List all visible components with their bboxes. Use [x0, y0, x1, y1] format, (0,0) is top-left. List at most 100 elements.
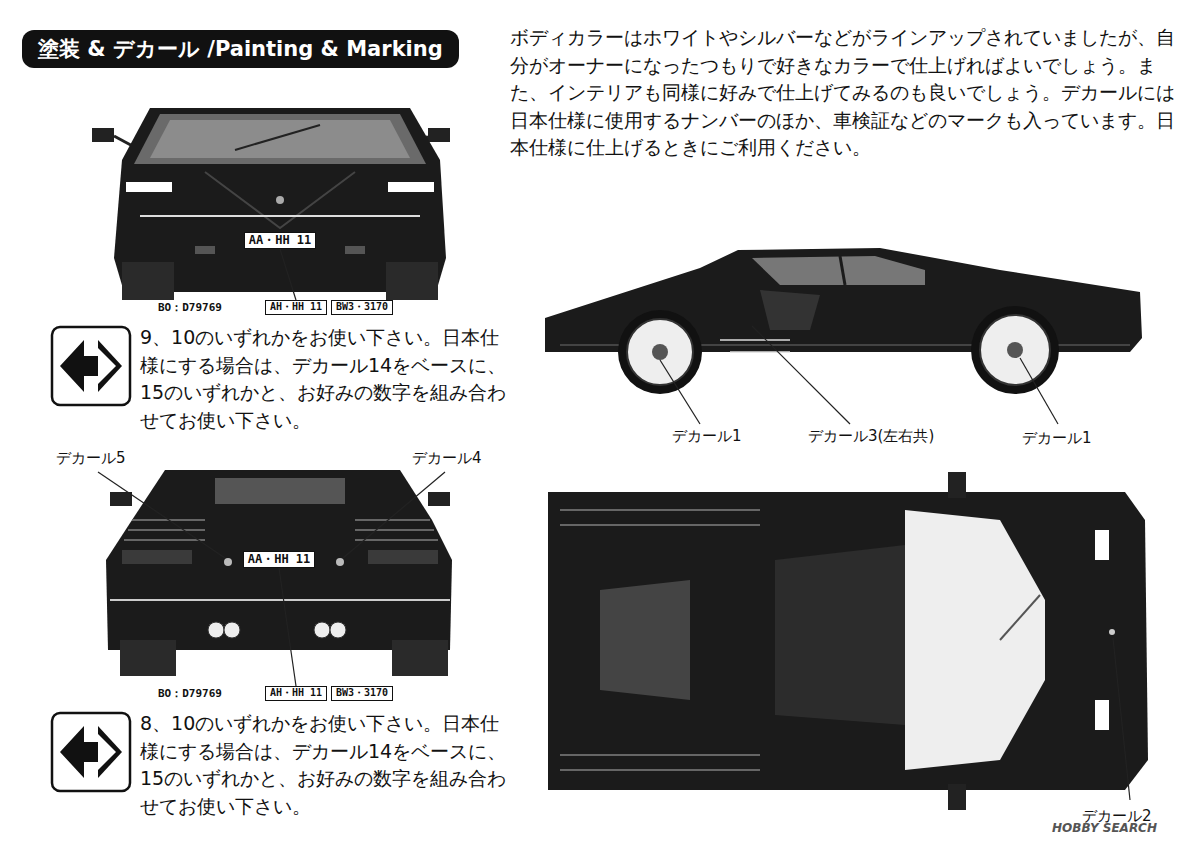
illustration-shape — [224, 558, 232, 566]
illustration-shape — [560, 510, 760, 770]
illustration-shape — [760, 290, 820, 330]
instruction-note: 8、10のいずれかをお使い下さい。日本仕様にする場合は、デカール14をベースに、… — [140, 710, 515, 820]
illustration-shape — [205, 172, 355, 228]
decal-callout: デカール3(左右共) — [808, 426, 934, 448]
illustration-shape — [60, 340, 98, 392]
plate-text: BW3・3170 — [336, 687, 388, 700]
illustration-shape — [110, 599, 450, 601]
illustration-shape — [1020, 358, 1058, 424]
illustration-shape — [1007, 342, 1023, 358]
decal-sample: BO：D79769 — [158, 300, 222, 316]
decal-callout: デカール4 — [412, 448, 482, 470]
illustration-shape — [1000, 595, 1040, 640]
plate-box: AH・HH 11 — [265, 686, 327, 701]
illustration-shape — [560, 524, 760, 526]
illustration-shape — [124, 539, 205, 541]
illustration-shape — [314, 622, 330, 638]
illustration-shape — [150, 120, 410, 158]
illustration-shape — [110, 492, 132, 506]
leader-connector — [280, 249, 296, 300]
illustration-shape — [560, 509, 760, 511]
side-view — [545, 248, 1142, 394]
decal-sample: BO：D79769 — [158, 686, 222, 702]
illustration-shape — [52, 327, 130, 405]
title-text: 塗装 & デカール /Painting & Marking — [38, 35, 443, 63]
watermark: HOBBY SEARCH — [1052, 820, 1157, 837]
illustration-shape — [98, 340, 122, 392]
plate-text: AH・HH 11 — [270, 301, 322, 314]
illustration-shape — [905, 510, 1045, 770]
illustration-shape — [980, 315, 1050, 385]
decal-callout: デカール1 — [672, 426, 742, 448]
illustration-shape — [600, 580, 690, 700]
illustration-shape — [948, 784, 966, 810]
illustration-shape — [775, 545, 905, 725]
illustration-shape — [1095, 530, 1109, 560]
illustration-shape — [120, 640, 176, 676]
illustration-shape — [840, 256, 845, 285]
illustration-shape — [52, 713, 130, 791]
illustration-shape — [355, 519, 430, 521]
alternative-icon — [52, 713, 130, 791]
illustration-shape — [92, 128, 114, 142]
top-view — [548, 472, 1148, 810]
rear-view — [106, 470, 452, 676]
illustration-shape — [392, 640, 448, 676]
illustration-shape — [208, 622, 224, 638]
illustration-shape — [276, 196, 284, 204]
illustration-shape — [195, 246, 215, 254]
illustration-shape — [660, 360, 700, 424]
illustration-shape — [336, 558, 344, 566]
illustration-shape — [627, 319, 693, 385]
illustration-shape — [730, 351, 790, 353]
instruction-note: 9、10のいずれかをお使い下さい。日本仕様にする場合は、デカール14をベースに、… — [140, 324, 515, 434]
illustration-shape — [98, 726, 122, 778]
plate-text: AH・HH 11 — [270, 687, 322, 700]
illustration-shape — [948, 472, 966, 498]
illustration-shape — [752, 326, 850, 424]
plate-box: AA・HH 11 — [243, 551, 316, 568]
illustration-shape — [1113, 638, 1130, 800]
illustration-shape — [386, 262, 438, 300]
illustration-shape — [355, 539, 438, 541]
illustration-shape — [128, 529, 205, 531]
decal-callout: デカール5 — [56, 448, 126, 470]
leader-connector — [279, 568, 296, 686]
illustration-shape — [215, 478, 345, 504]
illustration-shape — [720, 340, 790, 352]
illustration-shape — [355, 529, 434, 531]
illustration-shape — [1109, 629, 1115, 635]
illustration-shape — [122, 550, 192, 564]
illustration-shape — [560, 769, 760, 771]
plate-box: AA・HH 11 — [244, 232, 317, 249]
illustration-shape — [330, 622, 346, 638]
illustration-shape — [752, 256, 925, 285]
illustration-shape — [652, 344, 668, 360]
illustration-shape — [60, 726, 98, 778]
illustration-shape — [224, 622, 240, 638]
decal-callout: デカール1 — [1022, 428, 1092, 450]
illustration-shape — [428, 128, 450, 142]
illustration-shape — [140, 215, 420, 217]
illustration-shape — [134, 114, 426, 164]
plate-box: AH・HH 11 — [265, 300, 327, 315]
illustration-shape — [388, 182, 434, 192]
illustration-shape — [720, 339, 790, 341]
illustration-shape — [345, 246, 365, 254]
illustration-shape — [368, 550, 438, 564]
illustration-shape — [106, 470, 452, 650]
illustration-shape — [971, 306, 1059, 394]
illustration-shape — [98, 472, 225, 558]
front-view — [92, 108, 450, 300]
plate-text: AA・HH 11 — [249, 233, 312, 248]
intro-paragraph: ボディカラーはホワイトやシルバーなどがラインアップされていましたが、自分がオーナ… — [510, 24, 1182, 162]
illustration-shape — [548, 492, 1148, 790]
illustration-shape — [235, 125, 320, 150]
illustration-shape — [98, 348, 116, 384]
plate-box: BW3・3170 — [331, 686, 393, 701]
illustration-shape — [618, 310, 702, 394]
illustration-shape — [122, 262, 174, 300]
illustration-shape — [1095, 700, 1109, 730]
alternative-icon — [52, 327, 130, 405]
illustration-shape — [124, 520, 438, 540]
